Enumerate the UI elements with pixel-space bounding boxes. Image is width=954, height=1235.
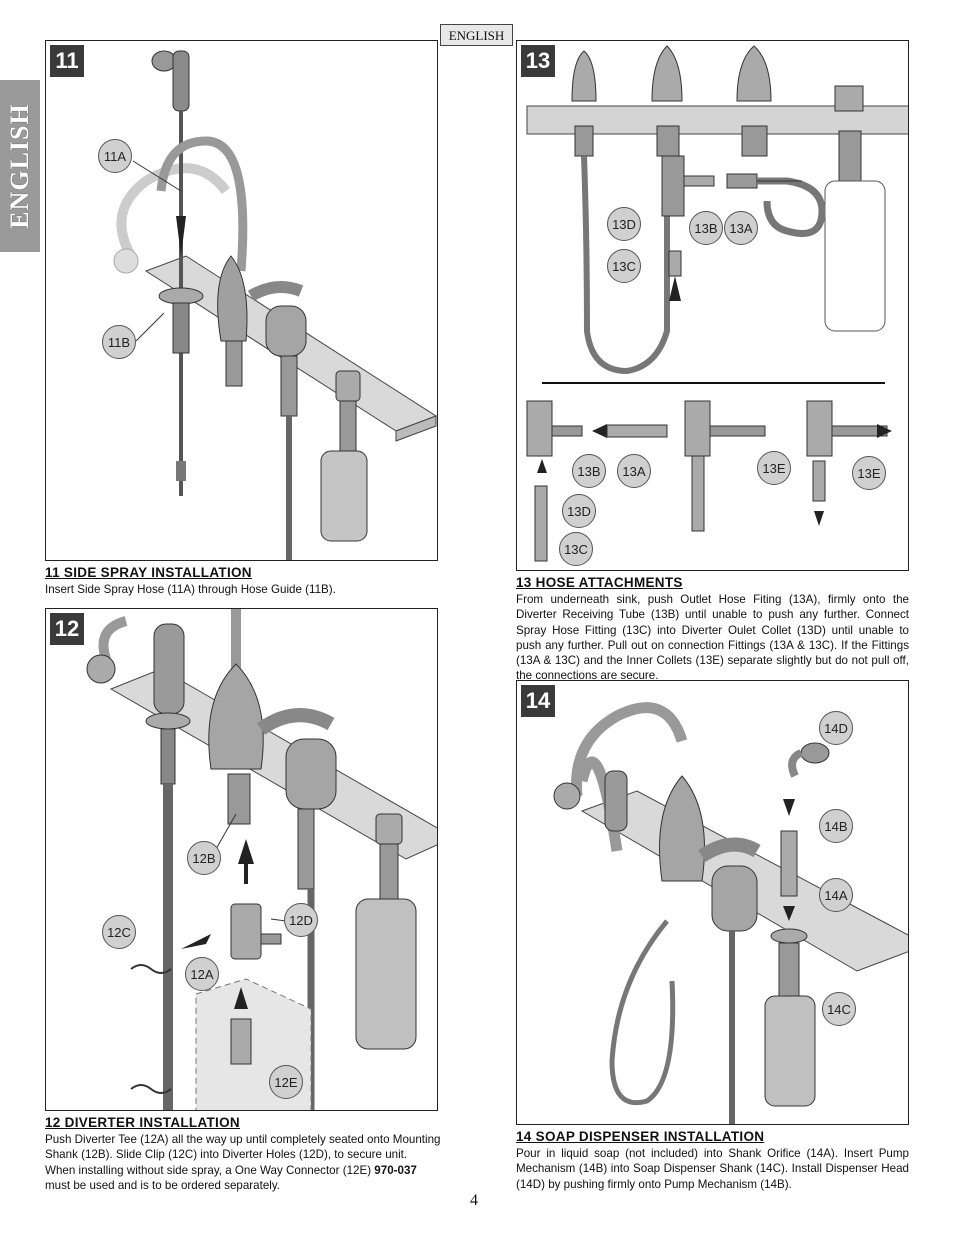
step-11-title: 11 SIDE SPRAY INSTALLATION bbox=[45, 565, 252, 580]
callout-13b-bottom: 13B bbox=[572, 454, 606, 488]
language-label: ENGLISH bbox=[440, 24, 513, 46]
callout-13e-right: 13E bbox=[852, 456, 886, 490]
callout-13d-top: 13D bbox=[607, 207, 641, 241]
callout-12c: 12C bbox=[102, 915, 136, 949]
language-side-tab: ENGLISH bbox=[0, 80, 40, 252]
step-13-title: 13 HOSE ATTACHMENTS bbox=[516, 575, 683, 590]
step-11-body: Insert Side Spray Hose (11A) through Hos… bbox=[45, 583, 336, 596]
step-14-number: 14 bbox=[521, 685, 555, 717]
step-12-title: 12 DIVERTER INSTALLATION bbox=[45, 1115, 240, 1130]
callout-13c-top: 13C bbox=[607, 249, 641, 283]
callout-14b: 14B bbox=[819, 809, 853, 843]
side-tab-label: ENGLISH bbox=[5, 103, 34, 229]
step-13-panel: 13 13D 13B 13A 13C 13B 13A 13D 13C 13E 1… bbox=[516, 40, 909, 571]
callout-12a: 12A bbox=[185, 957, 219, 991]
step-14-illustration bbox=[553, 702, 908, 1124]
callout-14a: 14A bbox=[819, 878, 853, 912]
callout-12e: 12E bbox=[269, 1065, 303, 1099]
callout-13b-top: 13B bbox=[689, 211, 723, 245]
step-11-panel: 11 11A 11B bbox=[45, 40, 438, 561]
step-12-body-part-3: must be used and is to be ordered separa… bbox=[45, 1178, 281, 1192]
step-13-number: 13 bbox=[521, 45, 555, 77]
callout-13a-bottom: 13A bbox=[617, 454, 651, 488]
step-13-body: From underneath sink, push Outlet Hose F… bbox=[516, 593, 909, 683]
step-12-panel: 12 12B 12C 12D 12A 12E bbox=[45, 608, 438, 1111]
step-12-body-part-1: Push Diverter Tee (12A) all the way up u… bbox=[45, 1133, 441, 1162]
callout-13e-left: 13E bbox=[757, 451, 791, 485]
step-14-panel: 14 14D 14B 14A 14C bbox=[516, 680, 909, 1125]
step-14-body: Pour in liquid soap (not included) into … bbox=[516, 1147, 909, 1191]
step-12-body: Push Diverter Tee (12A) all the way up u… bbox=[45, 1132, 445, 1193]
callout-14d: 14D bbox=[819, 711, 853, 745]
step-12-illustration bbox=[86, 609, 437, 1110]
callout-11a: 11A bbox=[98, 139, 132, 173]
callout-13a-top: 13A bbox=[724, 211, 758, 245]
page-number: 4 bbox=[470, 1192, 478, 1209]
callout-12d: 12D bbox=[284, 903, 318, 937]
callout-13c-bottom: 13C bbox=[559, 532, 593, 566]
step-13-illustration bbox=[526, 45, 908, 562]
step-12-body-part-2: When installing without side spray, a On… bbox=[45, 1163, 375, 1177]
callout-11b: 11B bbox=[102, 325, 136, 359]
step-11-illustration bbox=[113, 50, 437, 560]
callout-13d-bottom: 13D bbox=[562, 494, 596, 528]
step-14-title: 14 SOAP DISPENSER INSTALLATION bbox=[516, 1129, 765, 1144]
step-11-number: 11 bbox=[50, 45, 84, 77]
step-12-part-number: 970-037 bbox=[374, 1163, 417, 1177]
callout-12b: 12B bbox=[187, 841, 221, 875]
step-12-number: 12 bbox=[50, 613, 84, 645]
callout-14c: 14C bbox=[822, 992, 856, 1026]
